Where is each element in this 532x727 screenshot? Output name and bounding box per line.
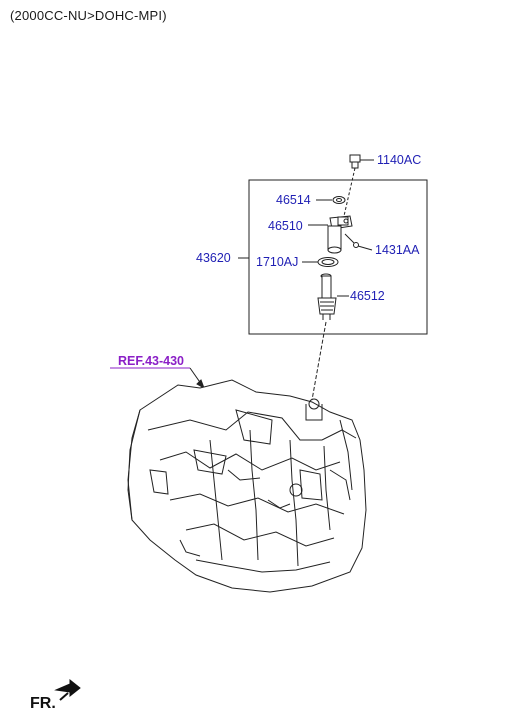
- assembly-group-box: [248, 179, 428, 335]
- speed-sensor-46510-part: [308, 215, 353, 254]
- reference-link[interactable]: REF.43-430: [118, 354, 185, 368]
- part-number-sensor[interactable]: 46510: [268, 219, 303, 233]
- part-number-o-ring-top[interactable]: 46514: [276, 193, 311, 207]
- o-ring-46514-part: [316, 196, 346, 204]
- bolt-1140ac-part: [349, 154, 374, 169]
- o-ring-1710aj-part: [302, 257, 339, 267]
- engine-spec-caption: (2000CC-NU>DOHC-MPI): [10, 8, 167, 23]
- driven-gear-46512-part: [317, 273, 349, 320]
- part-number-bolt[interactable]: 1140AC: [377, 153, 422, 167]
- part-number-o-ring-bottom[interactable]: 1710AJ: [256, 255, 299, 269]
- front-direction-arrow-icon: [54, 678, 81, 701]
- part-number-assembly[interactable]: 43620: [196, 251, 231, 265]
- front-direction-label: FR.: [30, 695, 56, 712]
- part-number-gear[interactable]: 46512: [350, 289, 385, 303]
- clip-1431aa-part: [344, 233, 373, 251]
- transaxle-housing-drawing: [127, 379, 367, 593]
- part-number-clip[interactable]: 1431AA: [375, 243, 420, 257]
